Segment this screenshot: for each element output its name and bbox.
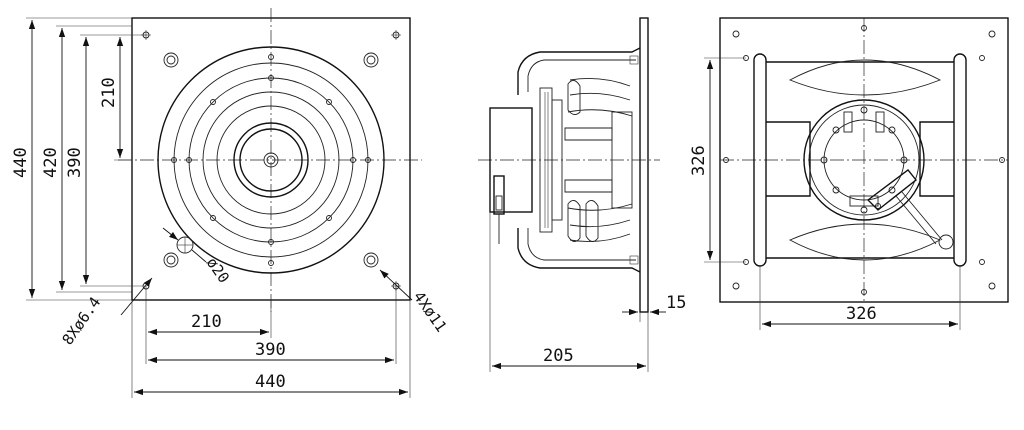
label-dim-440-h: 440 [255,372,286,392]
label-dim-210-v: 210 [99,77,119,108]
label-dim-440-v: 440 [11,147,31,178]
side-view: 205 15 [478,17,686,372]
label-dim-390-h: 390 [255,340,286,360]
front-view: ø20 8Xø6.4 4Xø11 440 420 390 210 210 390 [11,8,450,398]
rear-bracket [766,61,954,259]
shroud-ring-4 [202,91,340,229]
shroud-outer-ring [157,46,385,274]
rear-cable-arm [866,169,954,250]
side-impeller-outline [517,47,641,273]
mounting-nuts [163,52,379,268]
side-motor-box [489,107,533,213]
label-dim-326-h: 326 [846,304,877,324]
label-dim-210-h: 210 [191,312,222,332]
side-impeller-blades [539,55,639,265]
label-dim-15: 15 [666,293,686,313]
rear-view: 326 326 [689,17,1009,330]
hub-bore-ring [263,152,279,168]
label-4x-hole: 4Xø11 [410,288,451,335]
label-dim-390-v: 390 [65,147,85,178]
hub-bore [266,155,276,165]
side-cable-gland [493,175,505,244]
hub-outer [233,122,309,198]
label-hole-20: ø20 [203,254,233,287]
side-plate [639,17,649,313]
shroud-ring-2 [173,62,369,258]
shroud-ring-3 [188,77,354,243]
ring-bolts [171,54,371,266]
label-8x-hole: 8Xø6.4 [59,294,105,349]
label-dim-420-v: 420 [41,147,61,178]
hub-inner [239,128,303,192]
label-dim-326-v: 326 [689,145,709,176]
label-dim-205: 205 [543,346,574,366]
shroud-ring-5 [216,105,326,215]
